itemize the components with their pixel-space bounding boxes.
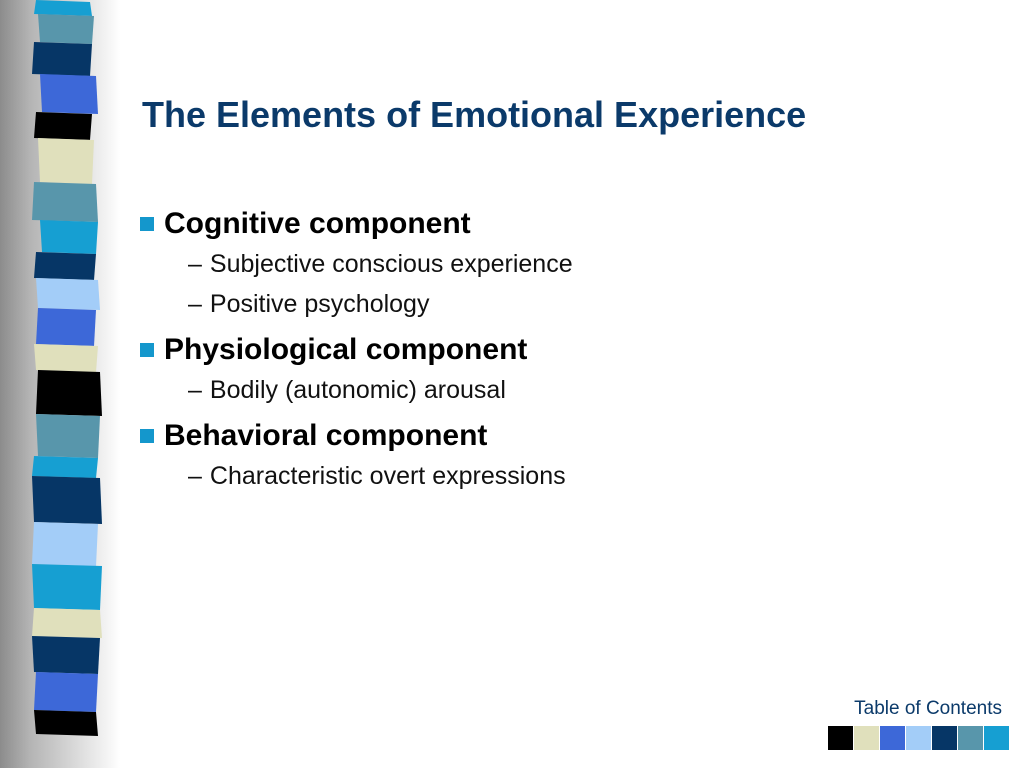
bullet-list: Cognitive component –Subjective consciou…	[140, 204, 1000, 496]
paper-stripe	[36, 308, 96, 346]
paper-stripe	[40, 220, 98, 254]
table-of-contents-link[interactable]: Table of Contents	[854, 698, 1002, 719]
paper-stripe	[36, 278, 100, 310]
sub-bullet: –Characteristic overt expressions	[188, 462, 566, 490]
paper-stripe	[32, 608, 102, 638]
paper-stripe	[32, 522, 98, 566]
color-swatch-strip	[828, 726, 1010, 750]
sub-bullet: –Bodily (autonomic) arousal	[188, 376, 506, 404]
paper-stripe	[32, 456, 98, 478]
paper-stripe-svg	[32, 0, 102, 736]
bullet-label: Behavioral component	[164, 419, 488, 452]
color-swatch	[828, 726, 853, 750]
color-swatch	[880, 726, 905, 750]
square-bullet-icon	[140, 217, 154, 231]
paper-stripe	[32, 564, 102, 610]
bullet-behavioral: Behavioral component –Characteristic ove…	[140, 416, 1000, 496]
color-swatch	[854, 726, 879, 750]
color-swatch	[958, 726, 983, 750]
paper-stripe	[32, 636, 100, 674]
color-swatch	[984, 726, 1009, 750]
paper-stripe-bar	[0, 0, 120, 768]
bullet-cognitive: Cognitive component –Subjective consciou…	[140, 204, 1000, 324]
square-bullet-icon	[140, 429, 154, 443]
paper-stripe	[34, 252, 96, 280]
square-bullet-icon	[140, 343, 154, 357]
paper-stripe	[34, 344, 98, 372]
paper-stripe	[40, 74, 98, 114]
paper-stripe	[34, 112, 92, 140]
bullet-physiological: Physiological component –Bodily (autonom…	[140, 330, 1000, 410]
bullet-label: Physiological component	[164, 333, 528, 366]
paper-stripe	[32, 476, 102, 524]
paper-stripe	[38, 138, 94, 184]
paper-stripe	[34, 0, 92, 16]
paper-stripe	[32, 182, 98, 222]
paper-stripe	[36, 414, 100, 458]
paper-stripe	[36, 370, 102, 416]
color-swatch	[932, 726, 957, 750]
paper-stripe	[34, 672, 98, 712]
paper-stripe	[32, 42, 92, 76]
color-swatch	[906, 726, 931, 750]
sub-bullet: –Positive psychology	[188, 290, 430, 318]
sub-bullet: –Subjective conscious experience	[188, 250, 573, 278]
bullet-label: Cognitive component	[164, 207, 471, 240]
paper-stripe	[38, 14, 94, 44]
paper-stripe	[34, 710, 98, 736]
slide-title: The Elements of Emotional Experience	[142, 94, 807, 135]
